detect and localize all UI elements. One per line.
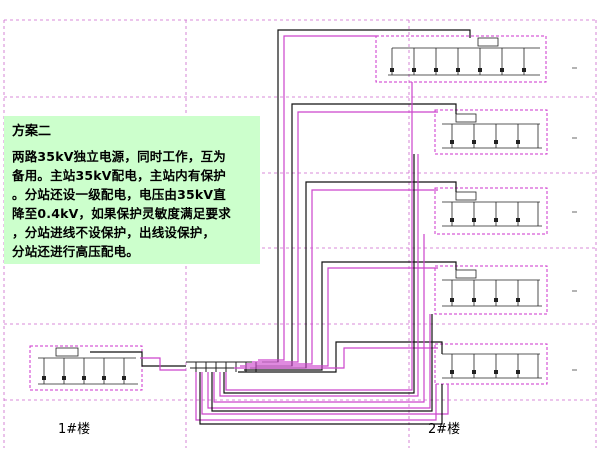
building-2-label: 2#楼 xyxy=(428,422,461,437)
scheme-line: 降至0.4kV，如果保护灵敏度满足要求 xyxy=(12,206,231,221)
substation-box xyxy=(29,35,548,391)
scheme-line: 两路35kV独立电源，同时工作，互为 xyxy=(12,149,226,164)
scheme-title: 方案二 xyxy=(12,124,52,139)
scheme-description: 两路35kV独立电源，同时工作，互为 备用。主站35kV配电，主站内有保护 。分… xyxy=(12,147,252,261)
building-1-label: 1#楼 xyxy=(58,422,91,437)
breaker-markers xyxy=(42,68,526,380)
scheme-line: 分站还进行高压配电。 xyxy=(12,244,140,259)
feeder-black-bottom xyxy=(199,154,443,425)
margin-ticks xyxy=(572,67,577,371)
scheme-line: 。分站还设一级配电，电压由35kV直 xyxy=(12,187,226,202)
scheme-line: 备用。主站35kV配电，主站内有保护 xyxy=(12,168,226,183)
scheme-description-box: 方案二 两路35kV独立电源，同时工作，互为 备用。主站35kV配电，主站内有保… xyxy=(4,116,260,264)
scheme-line: ，分站进线不设保护，出线设保护， xyxy=(12,225,216,240)
feeder-purple xyxy=(140,35,449,421)
